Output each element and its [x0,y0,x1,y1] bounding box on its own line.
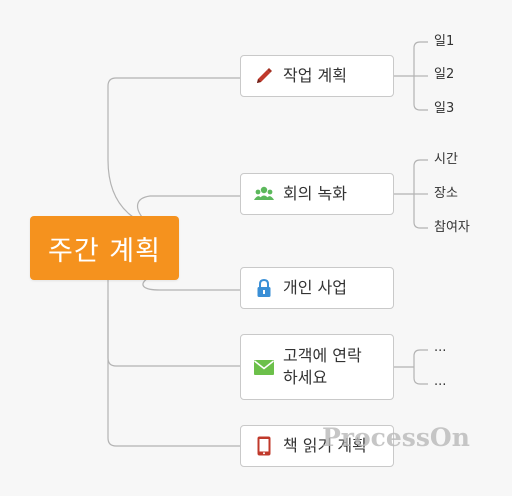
leaf-node[interactable]: ... [434,374,447,389]
root-node[interactable]: 주간 계획 [30,216,179,280]
branch-node-label: 고객에 연락 하세요 [283,345,362,389]
leaf-node[interactable]: ... [434,340,447,355]
branch-node-work-plan[interactable]: 작업 계획 [240,55,394,97]
branch-node-reading-plan[interactable]: 책 읽기 계획 [240,425,394,467]
people-icon [253,183,275,205]
tablet-icon [253,435,275,457]
leaf-node[interactable]: 일2 [434,67,455,82]
branch-node-label: 회의 녹화 [283,184,347,203]
branch-node-label-line: 하세요 [283,368,328,387]
leaf-node[interactable]: 일3 [434,101,455,116]
lock-icon [253,277,275,299]
branch-node-meeting-record[interactable]: 회의 녹화 [240,173,394,215]
leaf-node[interactable]: 참여자 [434,220,470,235]
root-node-label: 주간 계획 [48,235,161,267]
branch-node-label: 작업 계획 [283,66,347,85]
branch-node-contact-customer[interactable]: 고객에 연락 하세요 [240,334,394,400]
branch-node-personal-business[interactable]: 개인 사업 [240,267,394,309]
branch-node-label: 개인 사업 [283,278,347,297]
envelope-icon [253,356,275,378]
branch-node-label: 책 읽기 계획 [283,436,367,455]
leaf-node[interactable]: 시간 [434,152,458,167]
branch-node-label-line: 고객에 연락 [283,346,362,365]
leaf-node[interactable]: 장소 [434,186,458,201]
pencil-icon [253,65,275,87]
processon-watermark: ProcessOn [322,423,470,452]
leaf-node[interactable]: 일1 [434,34,455,49]
